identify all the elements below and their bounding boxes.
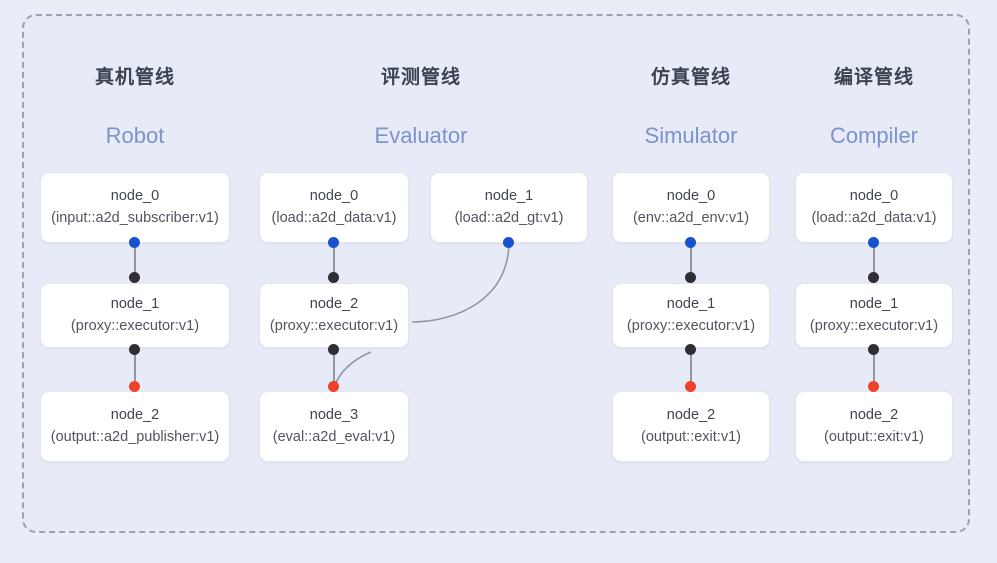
node-label-name: node_2 <box>849 407 899 424</box>
port-in-simulator-2[interactable] <box>685 381 696 392</box>
node-robot-2[interactable]: node_2 (output::a2d_publisher:v1) <box>40 391 230 462</box>
node-label-type: (output::a2d_publisher:v1) <box>50 428 220 445</box>
port-out-evaluator-0[interactable] <box>328 237 339 248</box>
column-title-compiler: 编译管线 <box>833 67 914 88</box>
node-label-type: (proxy::executor:v1) <box>809 317 939 334</box>
node-label-type: (load::a2d_gt:v1) <box>454 209 564 226</box>
node-robot-0[interactable]: node_0 (input::a2d_subscriber:v1) <box>40 172 230 243</box>
port-out-evaluator-2[interactable] <box>328 344 339 355</box>
node-label-type: (env::a2d_env:v1) <box>632 209 750 226</box>
node-label-name: node_2 <box>666 407 716 424</box>
column-title-simulator: 仿真管线 <box>650 67 731 88</box>
port-out-simulator-1[interactable] <box>685 344 696 355</box>
node-label-type: (input::a2d_subscriber:v1) <box>51 209 219 226</box>
node-robot-1[interactable]: node_1 (proxy::executor:v1) <box>40 283 230 348</box>
port-in-robot-2[interactable] <box>129 381 140 392</box>
port-out-evaluator-1[interactable] <box>503 237 514 248</box>
node-evaluator-0[interactable]: node_0 (load::a2d_data:v1) <box>259 172 409 243</box>
node-label-name: node_0 <box>309 188 359 205</box>
node-label-name: node_1 <box>849 296 899 313</box>
node-label-name: node_3 <box>309 407 359 424</box>
node-simulator-0[interactable]: node_0 (env::a2d_env:v1) <box>612 172 770 243</box>
column-title-evaluator: 评测管线 <box>380 67 461 88</box>
node-evaluator-2[interactable]: node_2 (proxy::executor:v1) <box>259 283 409 348</box>
node-label-name: node_1 <box>666 296 716 313</box>
node-label-name: node_2 <box>309 296 359 313</box>
node-label-type: (proxy::executor:v1) <box>269 317 399 334</box>
column-subtitle-compiler: Compiler <box>829 123 919 148</box>
node-compiler-1[interactable]: node_1 (proxy::executor:v1) <box>795 283 953 348</box>
node-label-type: (output::exit:v1) <box>641 428 741 445</box>
port-out-compiler-0[interactable] <box>868 237 879 248</box>
node-label-type: (load::a2d_data:v1) <box>811 209 937 226</box>
port-in-compiler-1[interactable] <box>868 272 879 283</box>
node-label-name: node_1 <box>110 296 160 313</box>
node-evaluator-3[interactable]: node_3 (eval::a2d_eval:v1) <box>259 391 409 462</box>
node-label-name: node_2 <box>110 407 160 424</box>
node-label-type: (load::a2d_data:v1) <box>271 209 397 226</box>
port-in-simulator-1[interactable] <box>685 272 696 283</box>
port-out-simulator-0[interactable] <box>685 237 696 248</box>
node-label-type: (proxy::executor:v1) <box>626 317 756 334</box>
port-out-robot-0[interactable] <box>129 237 140 248</box>
node-label-type: (output::exit:v1) <box>824 428 924 445</box>
node-compiler-0[interactable]: node_0 (load::a2d_data:v1) <box>795 172 953 243</box>
port-in-evaluator-2[interactable] <box>328 272 339 283</box>
port-in-evaluator-3[interactable] <box>328 381 339 392</box>
node-compiler-2[interactable]: node_2 (output::exit:v1) <box>795 391 953 462</box>
node-label-type: (proxy::executor:v1) <box>70 317 200 334</box>
port-in-robot-1[interactable] <box>129 272 140 283</box>
column-subtitle-robot: Robot <box>105 123 165 148</box>
column-title-robot: 真机管线 <box>94 67 175 88</box>
port-in-compiler-2[interactable] <box>868 381 879 392</box>
port-out-compiler-1[interactable] <box>868 344 879 355</box>
column-subtitle-simulator: Simulator <box>644 123 738 148</box>
port-out-robot-1[interactable] <box>129 344 140 355</box>
node-label-type: (eval::a2d_eval:v1) <box>272 428 396 445</box>
node-simulator-2[interactable]: node_2 (output::exit:v1) <box>612 391 770 462</box>
node-label-name: node_0 <box>849 188 899 205</box>
column-subtitle-evaluator: Evaluator <box>374 123 468 148</box>
node-simulator-1[interactable]: node_1 (proxy::executor:v1) <box>612 283 770 348</box>
node-label-name: node_0 <box>666 188 716 205</box>
node-label-name: node_1 <box>484 188 534 205</box>
node-label-name: node_0 <box>110 188 160 205</box>
node-evaluator-1[interactable]: node_1 (load::a2d_gt:v1) <box>430 172 588 243</box>
